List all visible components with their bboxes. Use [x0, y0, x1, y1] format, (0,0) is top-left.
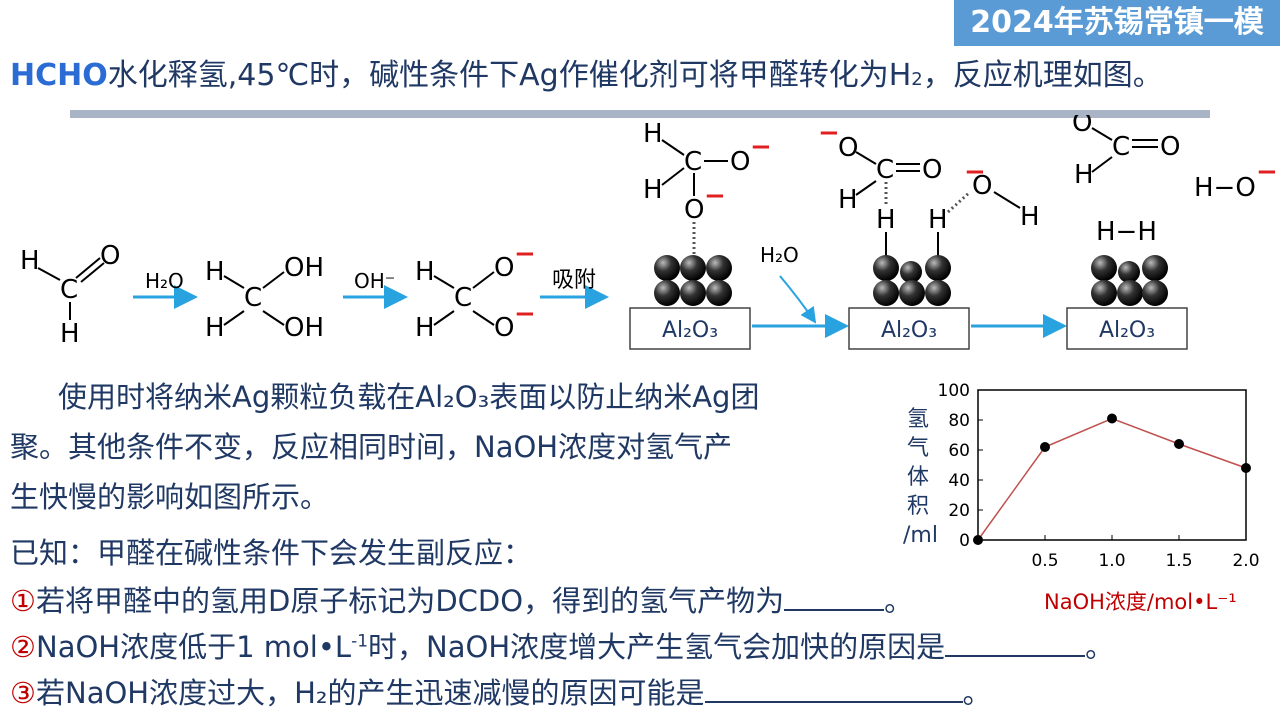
charge-minus: − [750, 132, 772, 162]
charge-minus: − [514, 239, 536, 269]
y-tick-label: 100 [938, 381, 970, 401]
charge-minus: − [1058, 115, 1080, 123]
y-tick-label: 60 [948, 441, 970, 461]
charge-minus: − [818, 118, 840, 148]
atom-h: H [205, 257, 225, 287]
x-tick-label: 2.0 [1232, 551, 1259, 571]
atom-h: H [1020, 202, 1040, 232]
answer-blank[interactable] [784, 583, 885, 611]
atom-h: H [838, 185, 858, 215]
data-point [973, 535, 983, 545]
answer-blank[interactable] [704, 675, 963, 703]
y-tick-label: 20 [948, 501, 970, 521]
series-line [977, 417, 1247, 541]
reaction-mechanism-diagram: H C O H H₂O H C H OH OH OH⁻ H C H O O − … [20, 115, 1278, 350]
atom-c: C [60, 275, 78, 305]
intro-subscript: 2 [911, 69, 923, 90]
x-tick-label: 1.0 [1098, 551, 1125, 571]
alumina-support [1066, 307, 1188, 350]
label-hydroxide: OH⁻ [354, 269, 395, 293]
atom-h: H [643, 119, 663, 149]
charge-minus: − [514, 299, 536, 329]
description-line-2: 聚。其他条件不变，反应相同时间，NaOH浓度对氢气产 [10, 430, 733, 464]
y-tick-label: 80 [948, 411, 970, 431]
atom-o: O [972, 171, 992, 201]
data-point [1241, 463, 1251, 473]
label-adsorption: 吸附 [552, 268, 596, 293]
atom-c: C [684, 147, 702, 177]
charge-minus: − [704, 181, 726, 211]
y-tick-label: 0 [959, 531, 970, 551]
atom-oh: OH [284, 253, 324, 283]
label-water: H₂O [145, 269, 184, 293]
data-point [1107, 413, 1117, 424]
atom-o: O [1072, 115, 1092, 138]
x-tick-label: 1.5 [1165, 551, 1192, 571]
atom-o: O [838, 133, 858, 163]
alumina-support [848, 307, 970, 350]
intro-line: HCHO水化释氢,45℃时，碱性条件下Ag作催化剂可将甲醛转化为H2，反应机理如… [10, 50, 1163, 94]
chart-y-axis-label: 氢 气 体 积 /ml [903, 407, 938, 548]
support-label: Al₂O₃ [881, 318, 937, 343]
atom-o: O [684, 195, 704, 225]
silver-cluster [873, 255, 951, 306]
atom-o: O [1160, 132, 1180, 162]
atom-o: O [730, 147, 750, 177]
description-line-3: 生快慢的影响如图所示。 [10, 480, 330, 514]
atom-c: C [244, 283, 262, 313]
label-water-2: H₂O [760, 243, 799, 267]
atom-o: O [494, 313, 514, 343]
atom-h: H [1074, 160, 1094, 190]
hydrogen-volume-chart: 0 20 40 60 80 100 0.5 1.0 1.5 2.0 [938, 381, 1260, 571]
atom-o: O [494, 253, 514, 283]
atom-h: H [415, 257, 435, 287]
support-label: Al₂O₃ [1099, 318, 1155, 343]
atom-h: H [928, 205, 948, 235]
atom-h: H [643, 175, 663, 205]
plot-frame [977, 389, 1247, 541]
known-statement: 已知：甲醛在碱性条件下会发生副反应： [10, 536, 533, 570]
atom-oh: OH [284, 313, 324, 343]
atom-c: C [1112, 132, 1130, 162]
intro-formula: HCHO [10, 58, 108, 93]
data-point [1174, 439, 1184, 449]
charge-minus: − [964, 157, 986, 187]
question-3: ③若NaOH浓度过大，H₂的产生迅速减慢的原因可能是。 [10, 675, 992, 710]
atom-h: H [20, 246, 40, 276]
alumina-support [629, 307, 751, 350]
atom-h: H [415, 313, 435, 343]
description-line-1: 使用时将纳米Ag颗粒负载在Al₂O₃表面以防止纳米Ag团 [58, 380, 760, 414]
exam-source-badge: 2024年苏锡常镇一模 [954, 0, 1280, 46]
atom-o: O [100, 241, 120, 271]
charge-minus: − [1256, 157, 1278, 187]
silver-cluster [654, 255, 732, 306]
header-divider [70, 110, 1210, 118]
intro-text: 水化释氢,45℃时，碱性条件下Ag作催化剂可将甲醛转化为H [107, 58, 912, 93]
y-tick-label: 40 [948, 471, 970, 491]
atom-o: O [922, 155, 942, 185]
description-paragraph: 使用时将纳米Ag颗粒负载在Al₂O₃表面以防止纳米Ag团 聚。其他条件不变，反应… [10, 372, 870, 522]
x-tick-label: 0.5 [1031, 551, 1058, 571]
hydroxide-product: H−O [1194, 173, 1256, 203]
question-1: ①若将甲醛中的氢用D原子标记为DCDO，得到的氢气产物为。 [10, 583, 914, 618]
atom-h: H [60, 319, 80, 349]
atom-h: H [876, 205, 896, 235]
answer-blank[interactable] [945, 629, 1086, 657]
data-point [1040, 442, 1050, 452]
question-2: ②NaOH浓度低于1 mol•L-1时，NaOH浓度增大产生氢气会加快的原因是。 [10, 629, 1115, 664]
atom-c: C [876, 155, 894, 185]
support-label: Al₂O₃ [662, 318, 718, 343]
atom-c: C [454, 283, 472, 313]
atom-h: H [205, 313, 225, 343]
hydrogen-product: H−H [1096, 217, 1157, 247]
silver-cluster [1091, 255, 1168, 306]
chart-x-axis-label: NaOH浓度/mol•L⁻¹ [1044, 590, 1237, 614]
intro-tail: ，反应机理如图。 [922, 58, 1163, 93]
